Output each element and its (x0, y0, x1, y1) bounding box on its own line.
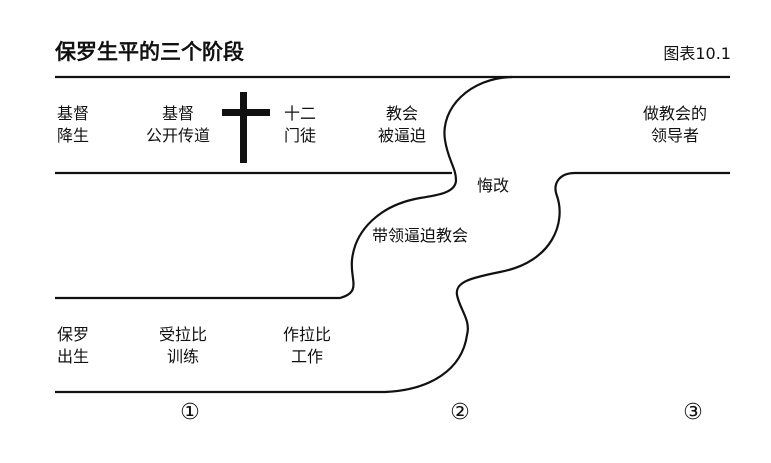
label-repent: 悔改 (477, 176, 510, 195)
diagram-title: 保罗生平的三个阶段 (55, 40, 244, 64)
stage-1-marker: ① (180, 400, 200, 425)
label-christ-birth: 基督降生 (57, 104, 90, 145)
label-church-persecuted: 教会被逼迫 (377, 104, 426, 145)
stage-2-marker: ② (450, 400, 470, 425)
label-rabbi-training: 受拉比训练 (158, 325, 207, 366)
label-twelve-disciples: 十二门徒 (283, 104, 316, 145)
label-lead-persecution: 带领逼迫教会 (372, 226, 469, 245)
stage-3-marker: ③ (683, 400, 703, 425)
label-church-leader: 做教会的领导者 (642, 104, 707, 145)
figure-label: 图表10.1 (663, 44, 731, 63)
label-paul-birth: 保罗出生 (57, 325, 90, 366)
label-public-ministry: 基督公开传道 (145, 104, 210, 145)
lower-s-curve (55, 171, 730, 394)
label-rabbi-work: 作拉比工作 (282, 325, 331, 366)
cross-icon (222, 92, 270, 163)
upper-s-curve (55, 75, 513, 300)
